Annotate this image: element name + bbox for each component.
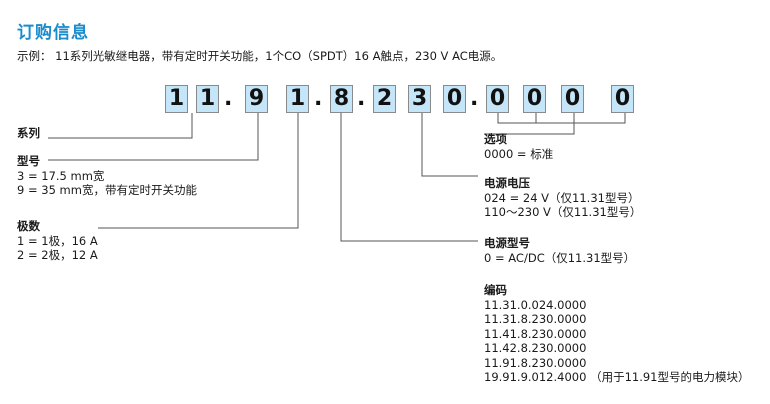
type-heading: 型号: [17, 154, 40, 168]
supply-voltage-heading: 电源电压: [484, 176, 530, 190]
code-digit: 0: [443, 85, 466, 113]
codes-heading: 编码: [484, 283, 507, 297]
series-heading: 系列: [17, 126, 40, 140]
connector-type: [48, 113, 259, 161]
poles-option: 1 = 1极，16 A: [17, 233, 98, 248]
code-digit: 0: [561, 85, 584, 113]
code-item: 19.91.9.012.4000 （用于11.91型号的电力模块）: [484, 370, 750, 384]
supply-type-heading: 电源型号: [484, 236, 530, 250]
supply-voltage-option: 110～230 V（仅11.31型号）: [484, 205, 642, 219]
supply-type-section: 电源型号 0 = AC/DC（仅11.31型号）: [484, 236, 635, 265]
type-section: 型号 3 = 17.5 mm宽 9 = 35 mm宽，带有定时开关功能: [17, 154, 197, 198]
example-text: 示例： 11系列光敏继电器，带有定时开关功能，1个CO（SPDT）16 A触点，…: [17, 49, 503, 63]
supply-voltage-option: 024 = 24 V（仅11.31型号）: [484, 190, 640, 205]
options-value: 0000 = 标准: [484, 146, 554, 161]
connector-supply-type: [340, 113, 478, 242]
poles-section: 极数 1 = 1极，16 A 2 = 2极，12 A: [17, 219, 98, 263]
poles-option: 2 = 2极，12 A: [17, 248, 98, 262]
supply-type-option: 0 = AC/DC（仅11.31型号）: [484, 250, 636, 265]
code-digit: 0: [611, 85, 634, 113]
code-digit: 8: [330, 85, 353, 113]
codes-section: 编码 11.31.0.024.0000 11.31.8.230.0000 11.…: [484, 283, 750, 385]
page-title: 订购信息: [17, 23, 89, 43]
options-heading: 选项: [484, 132, 507, 146]
code-separator: .: [224, 86, 233, 111]
connector-series: [48, 113, 193, 139]
code-item: 11.91.8.230.0000: [484, 355, 587, 370]
connector-poles: [98, 113, 299, 229]
connector-supply-voltage: [421, 113, 478, 177]
code-digit: 9: [245, 85, 268, 113]
poles-heading: 极数: [17, 219, 40, 233]
code-separator: .: [314, 86, 323, 111]
code-digit: 1: [286, 85, 309, 113]
code-digit: 2: [373, 85, 396, 113]
code-separator: .: [470, 86, 479, 111]
code-digit: 1: [196, 85, 219, 113]
connector-options: [497, 113, 626, 124]
code-digit: 1: [165, 85, 188, 113]
code-item: 11.31.0.024.0000: [484, 297, 587, 312]
code-item: 11.42.8.230.0000: [484, 341, 587, 355]
code-item: 11.41.8.230.0000: [484, 326, 587, 341]
series-section: 系列: [17, 126, 40, 141]
code-digit: 0: [486, 85, 509, 113]
supply-voltage-section: 电源电压 024 = 24 V（仅11.31型号） 110～230 V（仅11.…: [484, 176, 641, 220]
code-digit: 0: [523, 85, 546, 113]
options-section: 选项 0000 = 标准: [484, 132, 553, 161]
code-item: 11.31.8.230.0000: [484, 312, 587, 326]
code-separator: .: [357, 86, 366, 111]
type-option: 3 = 17.5 mm宽: [17, 168, 105, 183]
type-option: 9 = 35 mm宽，带有定时开关功能: [17, 183, 197, 197]
code-digit: 3: [408, 85, 431, 113]
